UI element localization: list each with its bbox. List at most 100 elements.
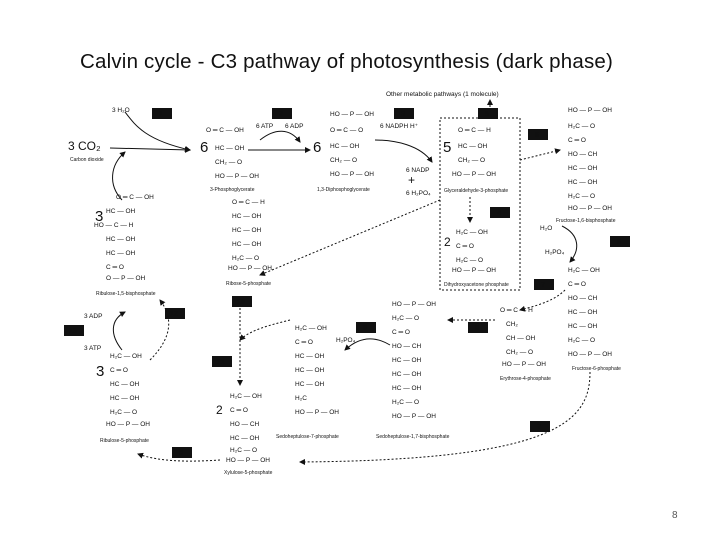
svg-text:HO — P — OH: HO — P — OH (330, 171, 374, 178)
step-box-9: 9 (356, 322, 376, 333)
svg-text:H₂C — O: H₂C — O (392, 399, 419, 406)
step-box-8a: 8 (468, 322, 488, 333)
svg-text:HC — OH: HC — OH (232, 227, 262, 234)
svg-text:CH₂ — O: CH₂ — O (215, 159, 242, 166)
svg-text:H₂C — O: H₂C — O (568, 123, 595, 130)
step-box-6a: 6 (528, 129, 548, 140)
svg-text:3: 3 (96, 363, 104, 380)
step-box-12: 12 (165, 308, 185, 319)
fructose-6-phosphate: H₂C — OH C ═ O HO — CH HC — OH HC — OH H… (299, 267, 621, 465)
svg-text:H₂C — O: H₂C — O (456, 257, 483, 264)
svg-text:Fructose-1,6-bisphosphate: Fructose-1,6-bisphosphate (556, 218, 616, 224)
svg-text:HC — OH: HC — OH (230, 435, 260, 442)
svg-text:Ribose-5-phosphate: Ribose-5-phosphate (226, 281, 271, 287)
step-box-10: 10 (232, 296, 252, 307)
svg-text:HO — P — OH: HO — P — OH (568, 107, 612, 114)
svg-text:6: 6 (617, 239, 621, 246)
svg-text:4: 4 (497, 210, 501, 217)
svg-text:6 ADP: 6 ADP (285, 123, 303, 130)
svg-text:3: 3 (401, 111, 405, 118)
ribose-5-phosphate: O ═ C — H HC — OH HC — OH HC — OH H₂C — … (226, 199, 441, 341)
svg-text:12: 12 (170, 311, 178, 318)
svg-text:HO — CH: HO — CH (230, 421, 260, 428)
svg-text:HC — OH: HC — OH (232, 213, 262, 220)
svg-text:CH₂: CH₂ (506, 321, 518, 328)
fructose-bisphosphate: HO — P — OH H₂C — O C ═ O HO — CH HC — O… (519, 107, 616, 263)
svg-text:H₂C — O: H₂C — O (568, 337, 595, 344)
svg-text:HC — OH: HC — OH (568, 323, 598, 330)
erythrose-4-phosphate: O ═ C — H CH₂ CH — OH CH₂ — O HO — P — O… (447, 307, 551, 382)
svg-text:HC — OH: HC — OH (106, 208, 136, 215)
svg-text:CH — OH: CH — OH (506, 335, 536, 342)
ribulose-bisphosphate: 3 O ═ C — OH HC — OH HO — C — H HC — OH … (94, 194, 156, 297)
svg-text:HO — P — OH: HO — P — OH (568, 351, 612, 358)
svg-text:HO — CH: HO — CH (392, 343, 422, 350)
step-box-13: 13 (64, 325, 84, 336)
svg-text:HC — OH: HC — OH (568, 165, 598, 172)
svg-text:O ═ C — H: O ═ C — H (232, 199, 265, 206)
svg-text:HC — OH: HC — OH (392, 371, 422, 378)
svg-text:C ═ O: C ═ O (392, 329, 410, 336)
step-box-8b: 8 (172, 447, 192, 458)
step-box-4: 4 (490, 207, 510, 218)
other-pathways-label: Other metabolic pathways (1 molecule) (386, 91, 499, 98)
svg-text:HO — C — H: HO — C — H (94, 222, 134, 229)
page-title: Calvin cycle - C3 pathway of photosynthe… (80, 50, 614, 73)
svg-text:O ═ C — H: O ═ C — H (500, 307, 533, 314)
svg-text:HC — OH: HC — OH (295, 381, 325, 388)
step-box-1: 1 (152, 108, 172, 119)
step-box-7b: 7 (530, 421, 550, 432)
svg-text:HC — OH: HC — OH (295, 353, 325, 360)
svg-text:H₂C — OH: H₂C — OH (295, 325, 327, 332)
svg-text:Fructose-6-phosphate: Fructose-6-phosphate (572, 366, 621, 372)
water-label: 3 H₂O (112, 107, 130, 114)
svg-text:H₂PO₄: H₂PO₄ (545, 249, 565, 256)
svg-text:O — P — OH: O — P — OH (106, 275, 146, 282)
svg-text:O ═ C — OH: O ═ C — OH (116, 194, 154, 201)
step-box-5: 5 (478, 108, 498, 119)
svg-text:HC — OH: HC — OH (106, 236, 136, 243)
svg-text:HC — OH: HC — OH (232, 241, 262, 248)
svg-text:6: 6 (200, 139, 208, 156)
svg-text:3 ATP: 3 ATP (84, 345, 101, 352)
svg-text:8: 8 (475, 325, 479, 332)
svg-text:C ═ O: C ═ O (568, 281, 586, 288)
svg-text:CH₂ — O: CH₂ — O (506, 349, 533, 356)
svg-text:7: 7 (541, 282, 545, 289)
svg-text:HC — OH: HC — OH (568, 179, 598, 186)
xylulose-5-phosphate: 2 H₂C — OH C ═ O HO — CH HC — OH H₂C — O… (137, 300, 273, 476)
step-box-6b: 6 (610, 236, 630, 247)
svg-text:HO — CH: HO — CH (568, 295, 598, 302)
svg-text:H₂C — OH: H₂C — OH (230, 393, 262, 400)
sedoheptulose-7-phosphate: H₂C — OH C ═ O HC — OH HC — OH HC — OH H… (276, 325, 339, 440)
ribulose-5-phosphate: 3 H₂C — OH C ═ O HC — OH HC — OH H₂C — O… (84, 299, 170, 444)
svg-text:C ═ O: C ═ O (106, 264, 124, 271)
svg-text:7: 7 (537, 424, 541, 431)
svg-text:HO — P — OH: HO — P — OH (452, 171, 496, 178)
svg-text:HC — OH: HC — OH (215, 145, 245, 152)
co2-caption: Carbon dioxide (70, 157, 104, 163)
svg-text:HO — P — OH: HO — P — OH (226, 457, 270, 464)
svg-text:Glyceraldehyde-3-phosphate: Glyceraldehyde-3-phosphate (444, 188, 508, 194)
svg-text:HC — OH: HC — OH (392, 385, 422, 392)
inputs: 3 H₂O 3 CO₂ Carbon dioxide (68, 107, 191, 201)
svg-text:5: 5 (485, 111, 489, 118)
svg-text:HC — OH: HC — OH (458, 143, 488, 150)
svg-text:C ═ O: C ═ O (295, 339, 313, 346)
svg-text:C ═ O: C ═ O (568, 137, 586, 144)
svg-text:O ═ C — O: O ═ C — O (330, 127, 363, 134)
svg-text:H₂C — OH: H₂C — OH (456, 229, 488, 236)
svg-text:HC — OH: HC — OH (392, 357, 422, 364)
svg-text:10: 10 (237, 299, 245, 306)
svg-text:HO — P — OH: HO — P — OH (295, 409, 339, 416)
step-boxes: 1 2 3 4 5 6 6 7 7 8 9 10 11 12 13 8 (64, 108, 630, 458)
svg-text:HC — OH: HC — OH (106, 250, 136, 257)
svg-text:8: 8 (179, 450, 183, 457)
svg-text:HO — P — OH: HO — P — OH (392, 413, 436, 420)
svg-text:C ═ O: C ═ O (456, 243, 474, 250)
step-box-11: 11 (212, 356, 232, 367)
svg-text:H₂PO₄: H₂PO₄ (336, 337, 356, 344)
svg-text:3-Phosphoglycerate: 3-Phosphoglycerate (210, 187, 255, 193)
svg-text:Ribulose-1,5-bisphosphate: Ribulose-1,5-bisphosphate (96, 291, 156, 297)
svg-text:Dihydroxyacetone phosphate: Dihydroxyacetone phosphate (444, 282, 509, 288)
